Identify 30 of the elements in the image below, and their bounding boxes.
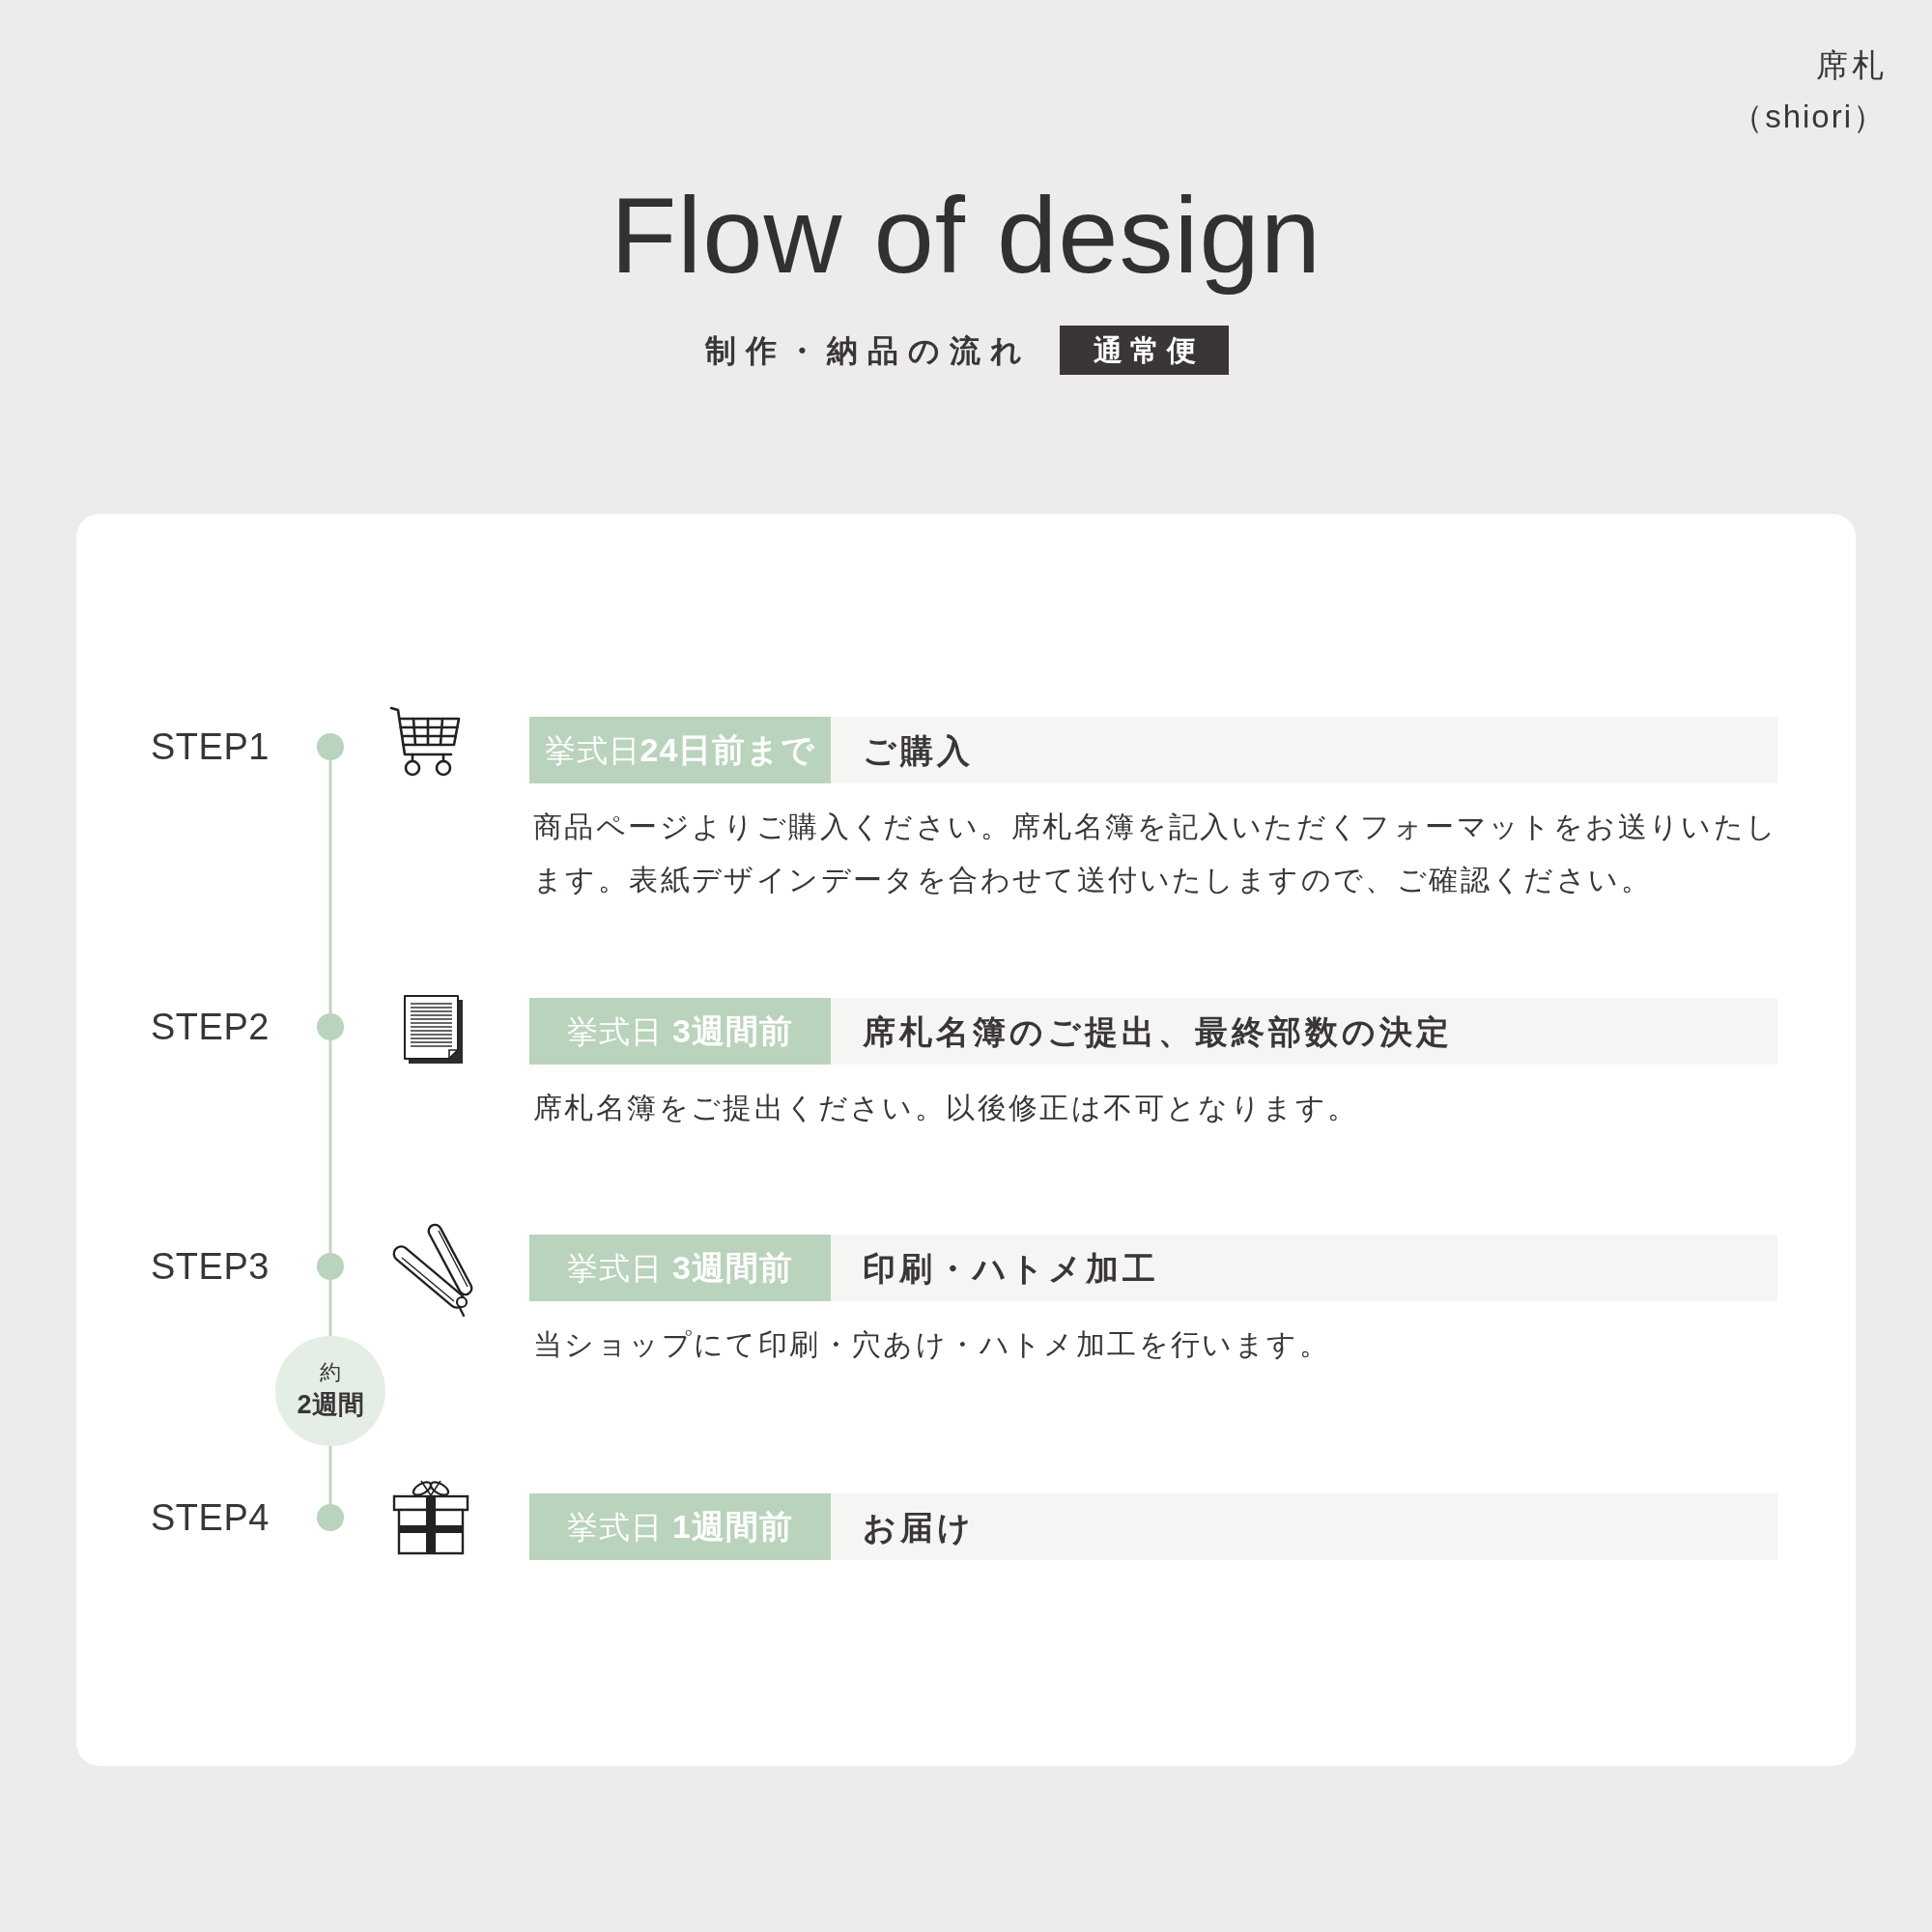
timeline-line — [328, 1040, 332, 1253]
step-title: お届け — [863, 1507, 975, 1548]
step-title: 印刷・ハトメ加工 — [863, 1248, 1159, 1289]
step-label: STEP4 — [151, 1496, 270, 1540]
step-title: 席札名簿のご提出、最終部数の決定 — [863, 1011, 1453, 1052]
step-header-bar — [529, 1493, 1777, 1560]
step-header-bar — [529, 717, 1777, 783]
subtitle: 制作・納品の流れ — [705, 332, 1032, 370]
timeline-line — [328, 1280, 332, 1336]
timeline-line — [328, 1446, 332, 1504]
step-header-bar — [529, 1235, 1777, 1301]
step-description: 当ショップにて印刷・穴あけ・ハトメ加工を行います。 — [533, 1327, 1331, 1362]
date-tag: 挙式日24日前まで — [529, 717, 831, 783]
date-tag: 挙式日 1週間前 — [529, 1493, 831, 1560]
corner-label: （shiori） — [1731, 98, 1887, 136]
step-header-bar — [529, 998, 1777, 1065]
step-description: 商品ページよりご購入ください。席札名簿を記入いただくフォーマットをお送りいたします。表紙デザインデータを合わせて送付いたしますので、ご確認ください。 — [533, 810, 1779, 897]
duration-prefix: 約 — [320, 1359, 341, 1386]
step-label: STEP1 — [151, 725, 270, 769]
date-tag: 挙式日 3週間前 — [529, 1235, 831, 1301]
step-title: ご購入 — [863, 730, 974, 771]
delivery-tag: 通常便 — [1060, 326, 1229, 375]
step-label: STEP2 — [151, 1006, 270, 1049]
timeline-line — [328, 760, 332, 1013]
step-label: STEP3 — [151, 1245, 270, 1289]
date-tag: 挙式日 3週間前 — [529, 998, 831, 1065]
duration-text: 2週間 — [297, 1389, 364, 1421]
title: Flow of design — [610, 174, 1322, 298]
corner-label: 席札 — [1816, 46, 1888, 85]
step-description: 席札名簿をご提出ください。以後修正は不可となります。 — [533, 1091, 1360, 1125]
